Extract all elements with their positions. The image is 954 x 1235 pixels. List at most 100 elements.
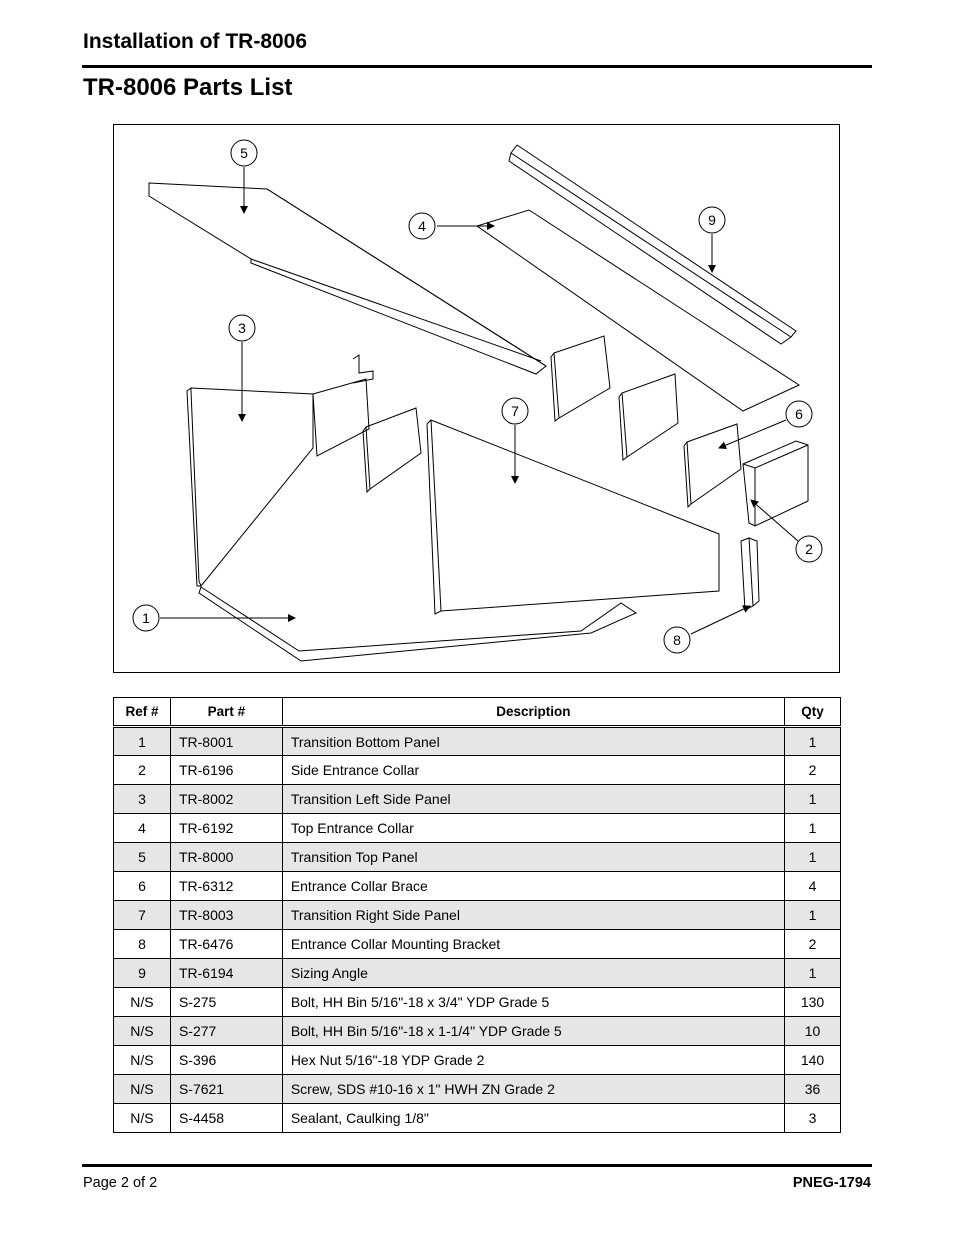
cell-description: Side Entrance Collar <box>281 755 786 785</box>
header-rule <box>82 65 872 68</box>
part-9-sizing-angle <box>508 144 797 345</box>
cell-ref: 8 <box>113 929 171 959</box>
cell-qty: 10 <box>784 1016 841 1046</box>
svg-text:3: 3 <box>238 320 246 336</box>
cell-ref: N/S <box>113 1074 171 1104</box>
callout-2: 2 <box>795 535 823 563</box>
cell-qty: 1 <box>784 958 841 988</box>
cell-part: TR-8001 <box>169 726 283 756</box>
cell-part: TR-8003 <box>169 900 283 930</box>
col-header-ref: Ref # <box>113 697 171 728</box>
cell-part: TR-6192 <box>169 813 283 843</box>
cell-qty: 1 <box>784 784 841 814</box>
part-8-bracket <box>740 537 760 611</box>
cell-description: Top Entrance Collar <box>281 813 786 843</box>
cell-ref: N/S <box>113 1103 171 1133</box>
cell-description: Transition Left Side Panel <box>281 784 786 814</box>
cell-ref: 5 <box>113 842 171 872</box>
table-row: 7 TR-8003 Transition Right Side Panel 1 <box>113 900 841 930</box>
part-5-top-panel <box>148 182 547 375</box>
col-header-qty: Qty <box>784 697 841 728</box>
table-row: N/S S-275 Bolt, HH Bin 5/16"-18 x 3/4" Y… <box>113 987 841 1017</box>
callout-9: 9 <box>698 206 726 234</box>
cell-ref: 4 <box>113 813 171 843</box>
cell-part: TR-6194 <box>169 958 283 988</box>
cell-part: S-396 <box>169 1045 283 1075</box>
part-7-right-panel <box>426 419 720 615</box>
cell-qty: 2 <box>784 929 841 959</box>
part-6-braces <box>362 335 742 509</box>
cell-part: S-275 <box>169 987 283 1017</box>
table-row: N/S S-277 Bolt, HH Bin 5/16"-18 x 1-1/4"… <box>113 1016 841 1046</box>
cell-qty: 140 <box>784 1045 841 1075</box>
cell-part: TR-8002 <box>169 784 283 814</box>
cell-ref: 1 <box>113 726 171 756</box>
cell-part: TR-8000 <box>169 842 283 872</box>
table-row: N/S S-7621 Screw, SDS #10-16 x 1" HWH ZN… <box>113 1074 841 1104</box>
callout-7: 7 <box>501 397 529 425</box>
cell-ref: 7 <box>113 900 171 930</box>
cell-qty: 3 <box>784 1103 841 1133</box>
footer-rule <box>82 1164 872 1167</box>
table-row: 9 TR-6194 Sizing Angle 1 <box>113 958 841 988</box>
cell-description: Bolt, HH Bin 5/16"-18 x 1-1/4" YDP Grade… <box>281 1016 786 1046</box>
section-title: Installation of TR-8006 <box>83 30 308 53</box>
cell-description: Screw, SDS #10-16 x 1" HWH ZN Grade 2 <box>281 1074 786 1104</box>
table-row: 6 TR-6312 Entrance Collar Brace 4 <box>113 871 841 901</box>
callout-4: 4 <box>408 212 436 240</box>
svg-text:5: 5 <box>240 145 248 161</box>
table-row: 8 TR-6476 Entrance Collar Mounting Brack… <box>113 929 841 959</box>
parts-table: Ref # Part # Description Qty 1 TR-8001 T… <box>113 697 841 1133</box>
cell-ref: 2 <box>113 755 171 785</box>
cell-ref: N/S <box>113 1045 171 1075</box>
cell-description: Bolt, HH Bin 5/16"-18 x 3/4" YDP Grade 5 <box>281 987 786 1017</box>
cell-description: Hex Nut 5/16"-18 YDP Grade 2 <box>281 1045 786 1075</box>
cell-qty: 1 <box>784 726 841 756</box>
part-3-left-panel <box>186 354 374 587</box>
cell-part: S-7621 <box>169 1074 283 1104</box>
col-header-part: Part # <box>169 697 283 728</box>
svg-text:7: 7 <box>511 403 519 419</box>
cell-description: Transition Right Side Panel <box>281 900 786 930</box>
svg-text:6: 6 <box>795 406 803 422</box>
cell-ref: 9 <box>113 958 171 988</box>
diagram-drawing: 5 4 9 3 7 6 2 1 8 <box>132 139 823 662</box>
exploded-parts-diagram: 5 4 9 3 7 6 2 1 8 <box>113 124 840 673</box>
cell-part: S-4458 <box>169 1103 283 1133</box>
callout-3: 3 <box>228 314 256 342</box>
table-row: 1 TR-8001 Transition Bottom Panel 1 <box>113 726 841 756</box>
part-2-side-collar <box>742 440 809 527</box>
cell-part: TR-6476 <box>169 929 283 959</box>
part-4-top-collar <box>475 209 801 412</box>
cell-description: Transition Bottom Panel <box>281 726 786 756</box>
table-row: 5 TR-8000 Transition Top Panel 1 <box>113 842 841 872</box>
cell-part: TR-6312 <box>169 871 283 901</box>
cell-ref: N/S <box>113 987 171 1017</box>
cell-part: S-277 <box>169 1016 283 1046</box>
cell-qty: 2 <box>784 755 841 785</box>
cell-part: TR-6196 <box>169 755 283 785</box>
table-row: 3 TR-8002 Transition Left Side Panel 1 <box>113 784 841 814</box>
table-row: N/S S-396 Hex Nut 5/16"-18 YDP Grade 2 1… <box>113 1045 841 1075</box>
callout-6: 6 <box>785 400 813 428</box>
page-title: TR-8006 Parts List <box>83 74 293 101</box>
svg-text:8: 8 <box>673 632 681 648</box>
cell-ref: N/S <box>113 1016 171 1046</box>
cell-description: Sizing Angle <box>281 958 786 988</box>
svg-text:1: 1 <box>142 610 150 626</box>
cell-description: Sealant, Caulking 1/8" <box>281 1103 786 1133</box>
table-row: 4 TR-6192 Top Entrance Collar 1 <box>113 813 841 843</box>
col-header-description: Description <box>281 697 786 728</box>
table-row: 2 TR-6196 Side Entrance Collar 2 <box>113 755 841 785</box>
svg-text:2: 2 <box>805 541 813 557</box>
cell-description: Entrance Collar Mounting Bracket <box>281 929 786 959</box>
table-header-row: Ref # Part # Description Qty <box>113 697 841 728</box>
cell-qty: 1 <box>784 842 841 872</box>
cell-ref: 6 <box>113 871 171 901</box>
cell-ref: 3 <box>113 784 171 814</box>
cell-qty: 1 <box>784 813 841 843</box>
svg-text:4: 4 <box>418 218 426 234</box>
cell-qty: 130 <box>784 987 841 1017</box>
document-id: PNEG-1794 <box>792 1175 871 1191</box>
callout-8: 8 <box>663 626 691 654</box>
